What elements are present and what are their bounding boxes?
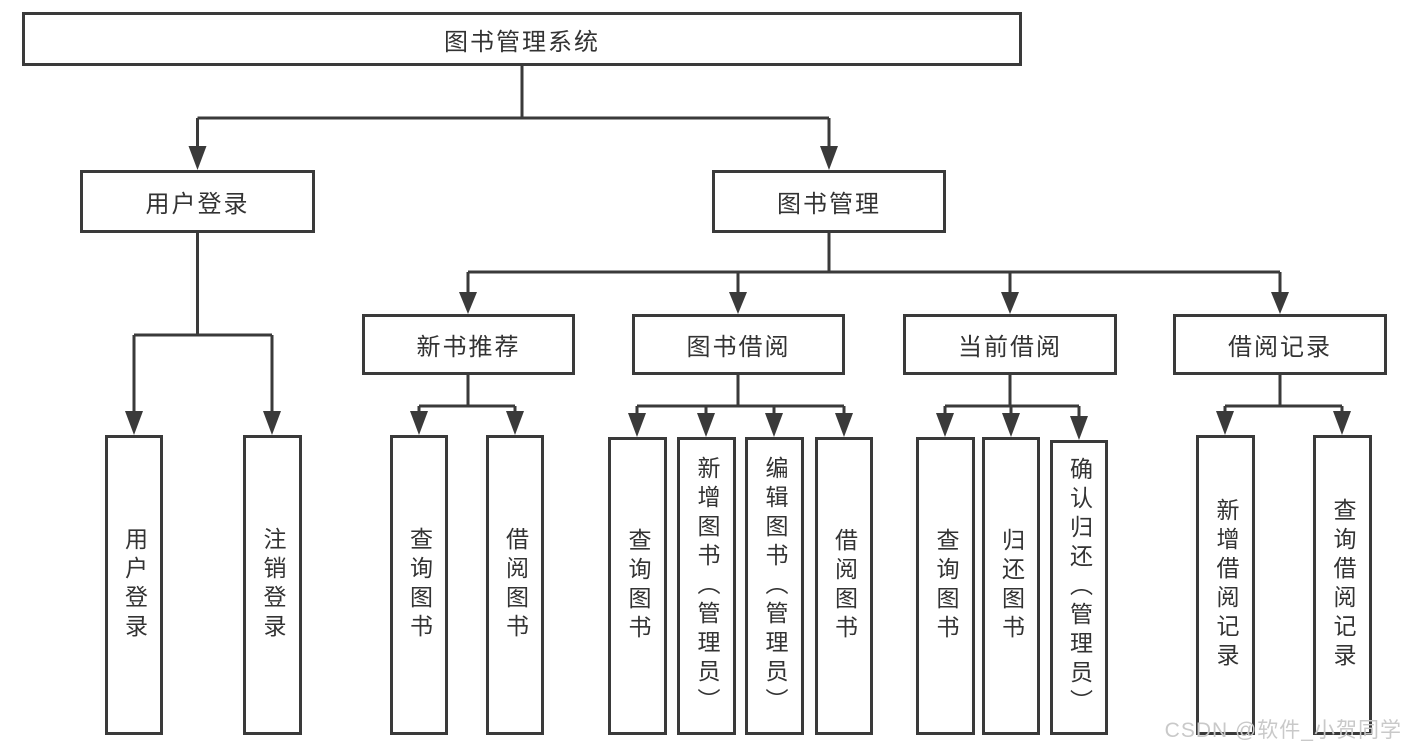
arrow-down-icon: [1333, 411, 1351, 435]
section-current-borrow-label: 当前借阅: [958, 334, 1062, 361]
csdn-watermark: CSDN @软件_小贺同学: [1164, 719, 1402, 742]
arrow-down-icon: [697, 413, 715, 437]
branch-user-login: 用户登录: [80, 170, 315, 233]
root-node-label: 图书管理系统: [444, 28, 600, 56]
connector-book-mgmt-to-sections: [466, 233, 1282, 298]
arrow-down-icon: [506, 411, 524, 435]
arrow-down-icon: [765, 413, 783, 437]
leaf-newbook-query-books-label: 查询图书: [406, 527, 433, 643]
arrow-down-icon: [628, 413, 646, 437]
leaf-query-borrow-record: 查询借阅记录: [1313, 435, 1372, 735]
leaf-return-books-label: 归还图书: [998, 528, 1025, 644]
arrow-down-icon: [188, 146, 207, 170]
arrow-down-icon: [1002, 413, 1020, 437]
connector-root-to-level2: [196, 66, 831, 152]
arrow-down-icon: [263, 411, 281, 435]
leaf-borrow-books: 借阅图书: [815, 437, 873, 735]
arrow-down-icon: [125, 411, 143, 435]
leaf-add-borrow-record-label: 新增借阅记录: [1213, 498, 1239, 672]
connector-book-borrow-to-leaves: [635, 375, 846, 420]
branch-book-mgmt-label: 图书管理: [777, 191, 881, 218]
arrow-down-icon: [1216, 411, 1234, 435]
leaf-return-books: 归还图书: [982, 437, 1040, 735]
leaf-borrow-books-label: 借阅图书: [831, 528, 858, 644]
leaf-edit-books-admin-label: 编辑图书（管理员）: [762, 455, 788, 717]
leaf-user-login: 用户登录: [105, 435, 163, 735]
arrowheads: [125, 146, 1351, 440]
leaf-add-books-admin: 新增图书（管理员）: [677, 437, 736, 735]
arrow-down-icon: [835, 413, 853, 437]
leaf-newbook-borrow-books: 借阅图书: [486, 435, 544, 735]
arrow-down-icon: [729, 292, 747, 314]
arrow-down-icon: [410, 411, 428, 435]
leaf-newbook-query-books: 查询图书: [390, 435, 448, 735]
branch-book-mgmt: 图书管理: [712, 170, 946, 233]
arrow-down-icon: [1271, 292, 1289, 314]
section-book-borrow: 图书借阅: [632, 314, 845, 375]
section-borrow-records-label: 借阅记录: [1228, 334, 1332, 361]
section-current-borrow: 当前借阅: [903, 314, 1117, 375]
leaf-add-books-admin-label: 新增图书（管理员）: [694, 455, 720, 717]
arrow-down-icon: [820, 146, 838, 170]
connector-user-login-to-leaves: [132, 233, 274, 417]
leaf-query-borrow-record-label: 查询借阅记录: [1330, 498, 1356, 672]
root-node-library-system: 图书管理系统: [22, 12, 1022, 66]
branch-user-login-label: 用户登录: [145, 191, 250, 218]
section-new-book-recommend-label: 新书推荐: [416, 334, 521, 361]
leaf-logout: 注销登录: [243, 435, 302, 735]
leaf-user-login-label: 用户登录: [121, 527, 148, 643]
leaf-confirm-return-admin-label: 确认归还（管理员）: [1066, 457, 1093, 718]
leaf-confirm-return-admin: 确认归还（管理员）: [1050, 440, 1108, 735]
leaf-edit-books-admin: 编辑图书（管理员）: [745, 437, 804, 735]
leaf-borrow-query-books-label: 查询图书: [625, 528, 651, 644]
arrow-down-icon: [459, 292, 477, 314]
arrow-down-icon: [1070, 416, 1088, 440]
leaf-current-query-books: 查询图书: [916, 437, 975, 735]
section-new-book-recommend: 新书推荐: [362, 314, 575, 375]
leaf-borrow-query-books: 查询图书: [608, 437, 667, 735]
arrow-down-icon: [1001, 292, 1019, 314]
leaf-add-borrow-record: 新增借阅记录: [1196, 435, 1255, 735]
section-borrow-records: 借阅记录: [1173, 314, 1387, 375]
section-book-borrow-label: 图书借阅: [686, 334, 791, 361]
leaf-logout-label: 注销登录: [260, 527, 286, 643]
arrow-down-icon: [936, 413, 954, 437]
connector-new-book-to-leaves: [417, 375, 517, 418]
leaf-newbook-borrow-books-label: 借阅图书: [502, 527, 529, 643]
connector-borrow-records-to-leaves: [1223, 375, 1344, 418]
leaf-current-query-books-label: 查询图书: [933, 528, 959, 644]
